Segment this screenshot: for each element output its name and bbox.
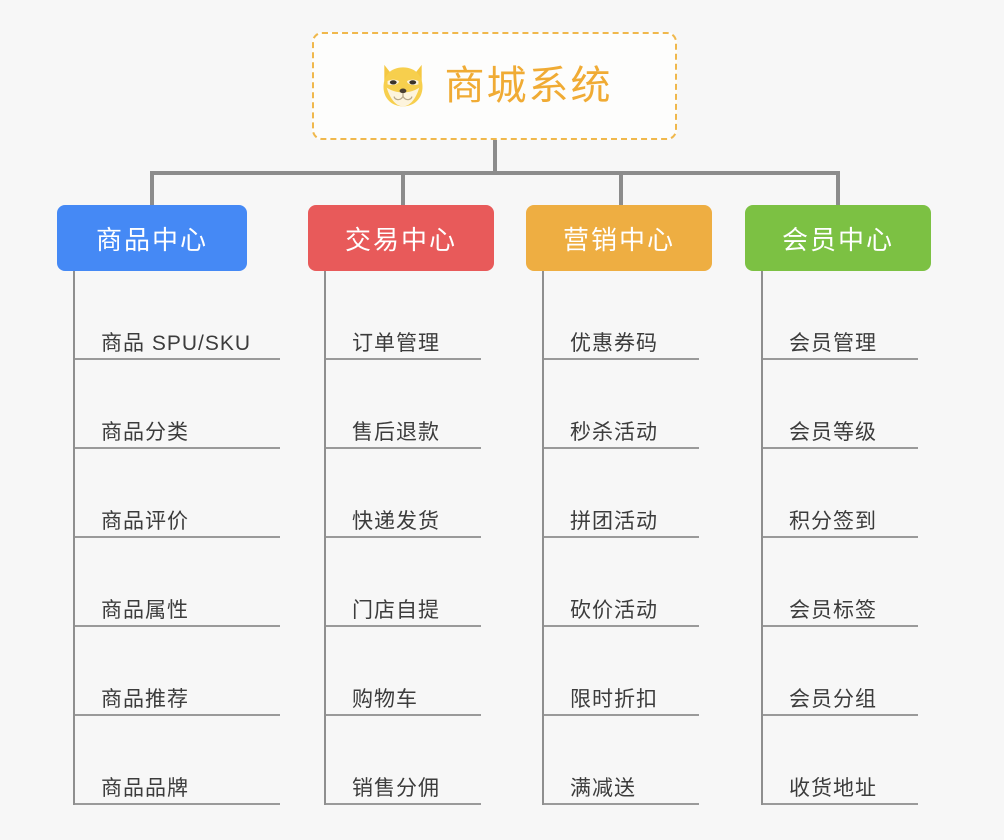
sub-item-label: 会员等级 bbox=[789, 420, 877, 444]
sub-item-rule bbox=[75, 536, 280, 538]
sub-item-label: 会员标签 bbox=[789, 598, 877, 622]
sub-item[interactable]: 快递发货 bbox=[324, 449, 519, 538]
category-header-label: 会员中心 bbox=[781, 224, 894, 255]
category-header-label: 交易中心 bbox=[344, 224, 457, 255]
sub-item-label: 商品 SPU/SKU bbox=[101, 331, 252, 355]
sub-item-rule bbox=[326, 358, 481, 360]
sub-item-column-2: 订单管理售后退款快递发货门店自提购物车销售分佣 bbox=[324, 271, 519, 805]
sub-item-label: 商品分类 bbox=[101, 420, 189, 444]
sub-item-label: 积分签到 bbox=[789, 509, 877, 533]
sub-item-rule bbox=[326, 625, 481, 627]
sub-item-rule bbox=[763, 714, 918, 716]
sub-item-rule bbox=[763, 358, 918, 360]
sub-item[interactable]: 限时折扣 bbox=[542, 627, 737, 716]
sub-item-rule bbox=[763, 447, 918, 449]
sub-item-label: 拼团活动 bbox=[570, 509, 658, 533]
sub-item[interactable]: 秒杀活动 bbox=[542, 360, 737, 449]
root-node-shop-system[interactable]: 商城系统 bbox=[312, 32, 677, 140]
sub-item[interactable]: 会员等级 bbox=[761, 360, 956, 449]
sub-item[interactable]: 收货地址 bbox=[761, 716, 956, 805]
sub-item-label: 砍价活动 bbox=[570, 598, 658, 622]
sub-item[interactable]: 销售分佣 bbox=[324, 716, 519, 805]
connector-drop-1 bbox=[150, 171, 154, 215]
sub-item-label: 优惠券码 bbox=[570, 331, 658, 355]
sub-item-label: 限时折扣 bbox=[570, 687, 658, 711]
sub-item[interactable]: 会员分组 bbox=[761, 627, 956, 716]
sub-item-rule bbox=[75, 447, 280, 449]
column-spine bbox=[761, 271, 763, 805]
sub-item-rule bbox=[763, 803, 918, 805]
sub-item-rule bbox=[544, 358, 699, 360]
category-header-4[interactable]: 会员中心 bbox=[745, 205, 931, 271]
category-header-label: 商品中心 bbox=[95, 224, 208, 255]
sub-item-label: 商品属性 bbox=[101, 598, 189, 622]
root-node-title: 商城系统 bbox=[444, 64, 613, 108]
sub-item-column-1: 商品 SPU/SKU 商品分类商品评价商品属性商品推荐商品品牌 bbox=[73, 271, 318, 805]
sub-item-column-3: 优惠券码秒杀活动拼团活动砍价活动限时折扣满减送 bbox=[542, 271, 737, 805]
category-header-label: 营销中心 bbox=[562, 224, 675, 255]
sub-item[interactable]: 商品品牌 bbox=[73, 716, 318, 805]
sub-item-label: 销售分佣 bbox=[352, 776, 440, 800]
sub-item[interactable]: 商品属性 bbox=[73, 538, 318, 627]
sub-item[interactable]: 优惠券码 bbox=[542, 271, 737, 360]
sub-item-label: 售后退款 bbox=[352, 420, 440, 444]
column-spine bbox=[542, 271, 544, 805]
sub-item-rule bbox=[326, 536, 481, 538]
sub-item-rule bbox=[544, 714, 699, 716]
sub-item-column-4: 会员管理会员等级积分签到会员标签会员分组收货地址 bbox=[761, 271, 956, 805]
sub-item[interactable]: 门店自提 bbox=[324, 538, 519, 627]
sub-item-rule bbox=[75, 714, 280, 716]
sub-item[interactable]: 积分签到 bbox=[761, 449, 956, 538]
sub-item-rule bbox=[763, 625, 918, 627]
sub-item-rule bbox=[75, 358, 280, 360]
shiba-dog-face-icon bbox=[383, 64, 422, 107]
sub-item-label: 购物车 bbox=[352, 687, 418, 711]
sub-item-rule bbox=[544, 536, 699, 538]
sub-item-rule bbox=[326, 714, 481, 716]
sub-item[interactable]: 砍价活动 bbox=[542, 538, 737, 627]
sub-item-label: 门店自提 bbox=[352, 598, 440, 622]
column-spine bbox=[73, 271, 75, 805]
sub-item-rule bbox=[326, 447, 481, 449]
sub-item-label: 会员管理 bbox=[789, 331, 877, 355]
category-header-3[interactable]: 营销中心 bbox=[526, 205, 712, 271]
sub-item-label: 会员分组 bbox=[789, 687, 877, 711]
sub-item-label: 收货地址 bbox=[789, 776, 877, 800]
sub-item-rule bbox=[75, 803, 280, 805]
connector-root-stem bbox=[493, 140, 497, 174]
sub-item-rule bbox=[544, 447, 699, 449]
sub-item[interactable]: 商品推荐 bbox=[73, 627, 318, 716]
sub-item[interactable]: 会员标签 bbox=[761, 538, 956, 627]
sub-item[interactable]: 拼团活动 bbox=[542, 449, 737, 538]
sub-item-label: 商品品牌 bbox=[101, 776, 189, 800]
sub-item-rule bbox=[75, 625, 280, 627]
sub-item[interactable]: 商品评价 bbox=[73, 449, 318, 538]
sub-item-label: 秒杀活动 bbox=[570, 420, 658, 444]
sub-item-label: 满减送 bbox=[570, 776, 636, 800]
sub-item-label: 订单管理 bbox=[352, 331, 440, 355]
sub-item-rule bbox=[326, 803, 481, 805]
sub-item-rule bbox=[763, 536, 918, 538]
connector-drop-2 bbox=[401, 171, 405, 215]
sub-item-label: 快递发货 bbox=[352, 509, 440, 533]
connector-horizontal-bus bbox=[152, 171, 838, 175]
sub-item-label: 商品评价 bbox=[101, 509, 189, 533]
connector-drop-3 bbox=[619, 171, 623, 215]
column-spine bbox=[324, 271, 326, 805]
sub-item-label: 商品推荐 bbox=[101, 687, 189, 711]
sub-item-rule bbox=[544, 625, 699, 627]
category-header-1[interactable]: 商品中心 bbox=[57, 205, 247, 271]
sub-item[interactable]: 商品分类 bbox=[73, 360, 318, 449]
sub-item-rule bbox=[544, 803, 699, 805]
sub-item[interactable]: 售后退款 bbox=[324, 360, 519, 449]
sub-item[interactable]: 满减送 bbox=[542, 716, 737, 805]
sub-item[interactable]: 购物车 bbox=[324, 627, 519, 716]
connector-drop-4 bbox=[836, 171, 840, 215]
sub-item[interactable]: 商品 SPU/SKU bbox=[73, 271, 318, 360]
category-header-2[interactable]: 交易中心 bbox=[308, 205, 494, 271]
sub-item[interactable]: 订单管理 bbox=[324, 271, 519, 360]
sub-item[interactable]: 会员管理 bbox=[761, 271, 956, 360]
